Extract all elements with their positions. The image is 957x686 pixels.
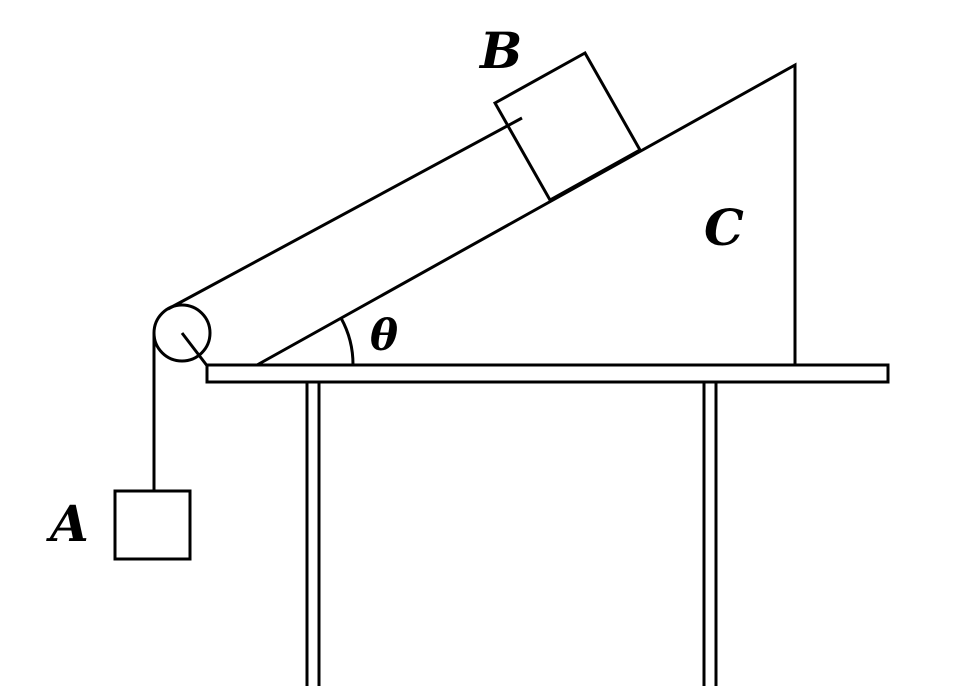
label-angle-theta: θ bbox=[370, 311, 398, 360]
string-incline bbox=[167, 116, 523, 311]
table-top bbox=[205, 363, 890, 384]
label-wedge-c: C bbox=[704, 198, 744, 257]
block-b bbox=[492, 50, 643, 203]
wedge-c bbox=[251, 62, 797, 367]
pulley-support bbox=[180, 332, 210, 368]
table-leg-left bbox=[305, 382, 321, 686]
block-a bbox=[113, 489, 192, 561]
angle-arc bbox=[339, 317, 355, 366]
table-leg-right bbox=[702, 382, 718, 686]
label-block-a: A bbox=[46, 494, 89, 553]
label-block-b: B bbox=[478, 21, 522, 80]
